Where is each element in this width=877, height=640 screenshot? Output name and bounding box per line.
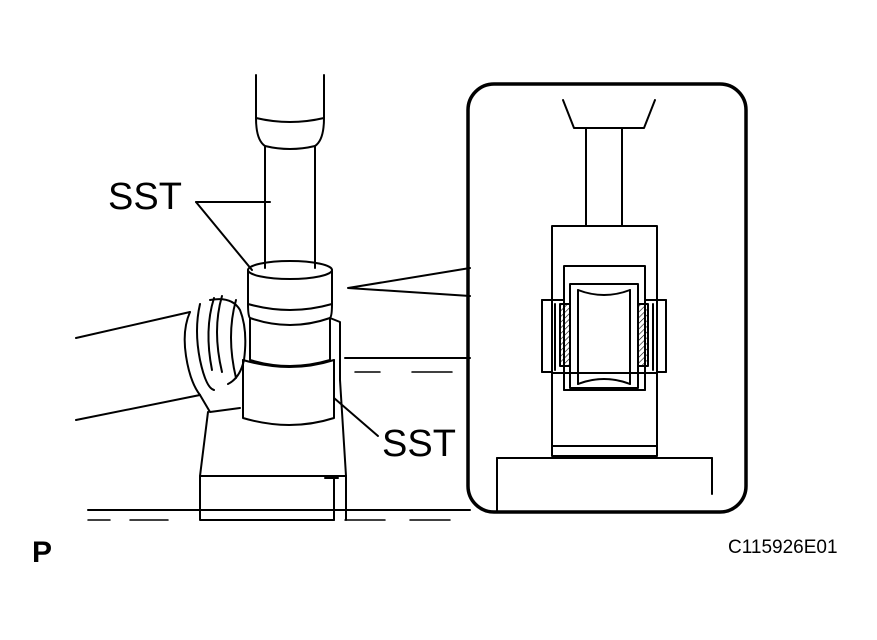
callout-pointer	[347, 267, 471, 297]
sst-label-lower: SST	[382, 423, 456, 465]
sst-collar	[247, 260, 333, 326]
detail-press-tool	[551, 99, 658, 457]
detail-inset-frame	[466, 82, 748, 514]
detail-press-bed	[496, 457, 713, 513]
knuckle-body	[242, 317, 341, 426]
arm-shaft	[75, 295, 247, 421]
panel-letter: P	[32, 536, 53, 569]
press-support-block	[199, 379, 347, 521]
detail-bushing	[559, 283, 649, 389]
press-ram	[255, 74, 325, 269]
sst-label-upper: SST	[108, 176, 182, 218]
detail-knuckle-walls	[541, 299, 667, 373]
sst-leader-lines	[195, 201, 379, 437]
press-table-lines	[87, 357, 471, 521]
figure-code: C115926E01	[728, 537, 838, 558]
